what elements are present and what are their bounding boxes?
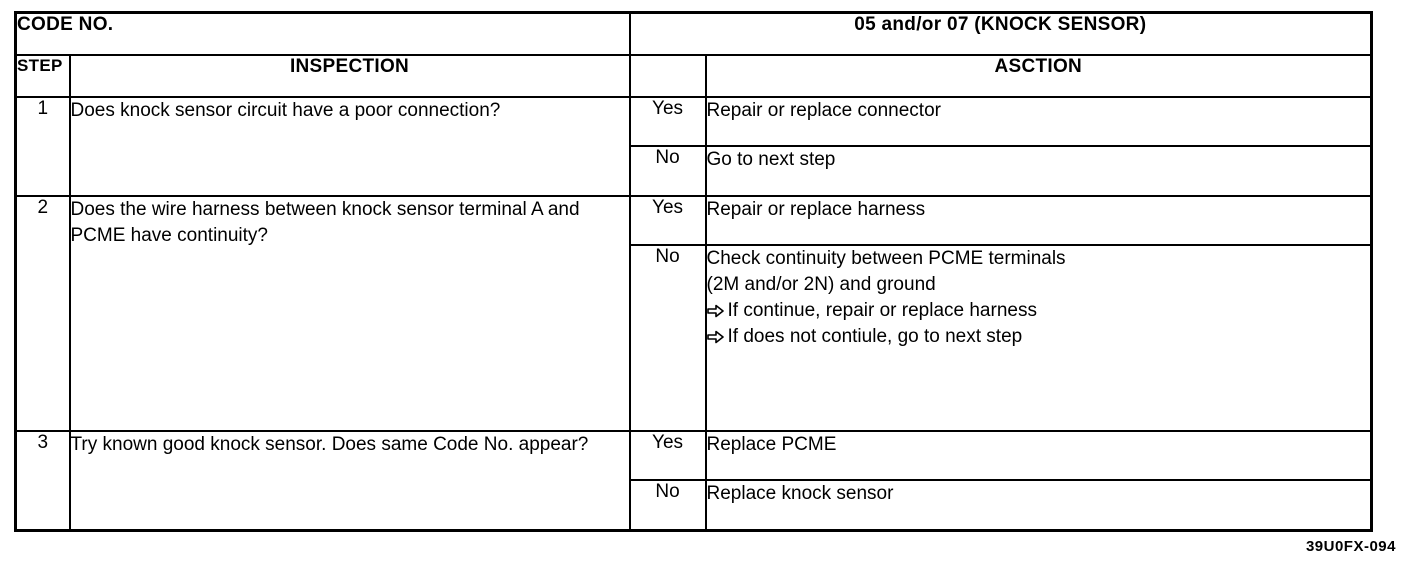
action-text: Replace knock sensor: [704, 479, 1373, 532]
action-line: Repair or replace harness: [706, 198, 926, 220]
action-bullet-line: If continue, repair or replace harness: [706, 298, 1371, 324]
step-inspection: Try known good knock sensor. Does same C…: [68, 430, 631, 532]
answer-label: Yes: [628, 96, 707, 148]
answer-label: Yes: [628, 194, 707, 246]
answer-label: No: [628, 145, 707, 197]
action-text: Replace PCME: [704, 430, 1373, 482]
action-bullet-line: If does not contiule, go to next step: [706, 324, 1371, 350]
action-line: (2M and/or 2N) and ground: [706, 273, 936, 295]
step-number: 1: [14, 96, 71, 197]
right-arrow-icon: [706, 330, 724, 344]
column-header-inspection: INSPECTION: [68, 54, 631, 99]
table-row-step3-no: No Replace knock sensor: [16, 479, 1373, 532]
action-line: Replace knock sensor: [706, 483, 894, 505]
column-header-step: STEP: [14, 54, 71, 99]
action-line: Check continuity between PCME terminals: [706, 247, 1066, 269]
table-row-step1-yes: 1 Does knock sensor circuit have a poor …: [14, 96, 1373, 197]
step-number: 3: [14, 430, 71, 532]
table-row-step2-yes: 2 Does the wire harness between knock se…: [14, 194, 1373, 433]
step-inspection: Does the wire harness between knock sens…: [68, 194, 631, 433]
column-header-action: ASCTION: [704, 54, 1373, 99]
right-arrow-icon: [706, 304, 724, 318]
action-bullet-text: If continue, repair or replace harness: [727, 300, 1037, 322]
table-row-step3-yes: 3 Try known good knock sensor. Does same…: [14, 430, 1373, 532]
answer-label: No: [628, 243, 707, 433]
table-row-code-header: CODE NO. 05 and/or 07 (KNOCK SENSOR): [14, 11, 1373, 57]
action-text: Go to next step: [704, 145, 1373, 197]
answer-label: Yes: [628, 430, 707, 482]
table-row-step1-no: No Go to next step: [16, 145, 1373, 197]
step-number: 2: [14, 194, 71, 433]
action-line: Go to next step: [706, 149, 836, 171]
dtc-troubleshooting-sheet: CODE NO. 05 and/or 07 (KNOCK SENSOR) STE…: [14, 11, 1374, 532]
action-bullet-text: If does not contiule, go to next step: [727, 326, 1023, 348]
code-no-label: CODE NO.: [14, 11, 631, 57]
table-row-step2-no: No Check continuity between PCME termina…: [16, 243, 1373, 433]
code-title: 05 and/or 07 (KNOCK SENSOR): [628, 11, 1373, 57]
column-header-answer-blank: [628, 54, 707, 99]
action-line: Repair or replace connector: [706, 100, 941, 122]
action-line: Replace PCME: [706, 434, 837, 456]
step-inspection: Does knock sensor circuit have a poor co…: [68, 96, 631, 197]
action-text: Check continuity between PCME terminals …: [704, 243, 1373, 433]
answer-label: No: [628, 479, 707, 532]
figure-reference-code: 39U0FX-094: [1305, 538, 1396, 555]
dtc-table: CODE NO. 05 and/or 07 (KNOCK SENSOR) STE…: [14, 11, 1374, 532]
action-text: Repair or replace harness: [704, 194, 1373, 246]
table-row-column-header: STEP INSPECTION ASCTION: [14, 54, 1373, 99]
action-text: Repair or replace connector: [704, 96, 1373, 148]
